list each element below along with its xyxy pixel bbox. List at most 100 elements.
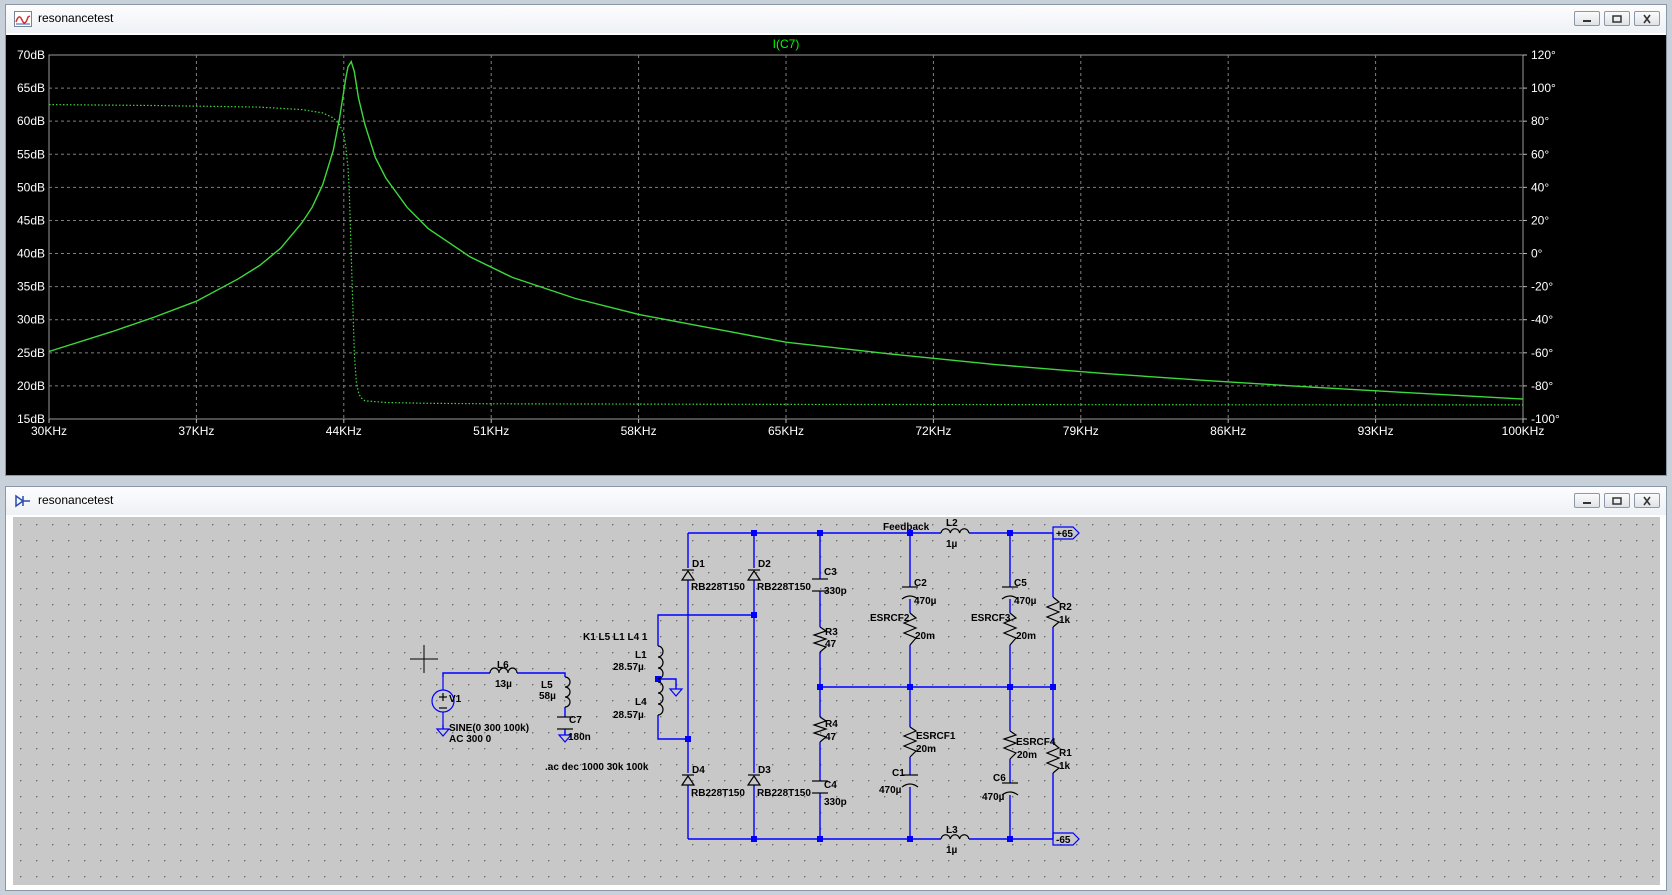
inductor-l1[interactable] [657, 645, 664, 680]
label-r3[interactable]: R3 [825, 627, 838, 638]
trace-label[interactable]: I(C7) [773, 37, 800, 51]
restore-button[interactable] [1604, 493, 1630, 508]
label-esrcf4[interactable]: ESRCF4 [1016, 737, 1056, 748]
inductor-l5[interactable] [564, 676, 571, 708]
label-d4-model[interactable]: RB228T150 [691, 788, 745, 799]
label-d3-model[interactable]: RB228T150 [757, 788, 811, 799]
label-r2-value[interactable]: 1k [1059, 615, 1071, 626]
label-l6-value[interactable]: 13µ [495, 679, 512, 690]
label-esrcf1[interactable]: ESRCF1 [916, 731, 956, 742]
label-c5-value[interactable]: 470µ [1014, 596, 1037, 607]
label-c2-value[interactable]: 470µ [914, 596, 937, 607]
capacitor-c7[interactable] [557, 716, 573, 730]
label-esrcf3-value[interactable]: 20m [1016, 631, 1036, 642]
label-l5-value[interactable]: 58µ [539, 691, 556, 702]
label-coupling-k1[interactable]: K1 L5 L1 L4 1 [583, 632, 648, 643]
label-pos65[interactable]: +65 [1056, 529, 1073, 540]
diode-d1[interactable] [680, 569, 696, 581]
label-l1[interactable]: L1 [635, 650, 647, 661]
series-phase-line[interactable] [48, 104, 1524, 406]
waveform-window-titlebar[interactable]: resonancetest [6, 5, 1666, 33]
label-c4[interactable]: C4 [824, 780, 837, 791]
label-r4-value[interactable]: 47 [825, 732, 837, 743]
resistor-r1[interactable] [1045, 742, 1061, 774]
label-r1-value[interactable]: 1k [1059, 761, 1071, 772]
restore-button[interactable] [1604, 11, 1630, 26]
label-c6[interactable]: C6 [993, 773, 1006, 784]
label-c1-value[interactable]: 470µ [879, 785, 902, 796]
label-l1-value[interactable]: 28.57µ [613, 662, 644, 673]
close-button[interactable] [1634, 11, 1660, 26]
label-v1-ac[interactable]: AC 300 0 [449, 734, 492, 745]
label-l6[interactable]: L6 [497, 660, 509, 671]
label-l3[interactable]: L3 [946, 825, 958, 836]
label-c2[interactable]: C2 [914, 578, 927, 589]
label-l4-value[interactable]: 28.57µ [613, 710, 644, 721]
label-c6-value[interactable]: 470µ [982, 792, 1005, 803]
label-feedback[interactable]: Feedback [883, 522, 930, 533]
diode-d4[interactable] [680, 774, 696, 786]
resistor-esrcf3[interactable] [1002, 612, 1018, 646]
label-d3[interactable]: D3 [758, 765, 771, 776]
capacitor-c5[interactable] [1001, 586, 1019, 600]
label-esrcf2-value[interactable]: 20m [915, 631, 935, 642]
resistor-r4[interactable] [812, 716, 828, 743]
inductor-l2[interactable] [940, 528, 970, 534]
schematic-window-titlebar[interactable]: resonancetest [6, 487, 1666, 515]
label-d4[interactable]: D4 [692, 765, 705, 776]
label-d1-model[interactable]: RB228T150 [691, 582, 745, 593]
label-c1[interactable]: C1 [892, 768, 905, 779]
label-l2-value[interactable]: 1µ [946, 539, 958, 550]
label-neg65[interactable]: -65 [1056, 835, 1071, 846]
voltage-source-v1[interactable] [431, 677, 455, 725]
label-v1[interactable]: V1 [449, 694, 462, 705]
diode-d3[interactable] [746, 774, 762, 786]
capacitor-c1[interactable] [901, 774, 919, 788]
resistor-esrcf4[interactable] [1002, 730, 1018, 760]
label-v1-value[interactable]: SINE(0 300 100k) [449, 723, 529, 734]
label-l4[interactable]: L4 [635, 697, 647, 708]
inductor-l4[interactable] [657, 681, 664, 716]
label-ac-directive[interactable]: .ac dec 1000 30k 100k [545, 762, 649, 773]
label-d2-model[interactable]: RB228T150 [757, 582, 811, 593]
minimize-button[interactable] [1574, 11, 1600, 26]
capacitor-c6[interactable] [1001, 782, 1019, 796]
net-flag-pos65[interactable] [1052, 526, 1080, 540]
inductor-l3[interactable] [940, 834, 970, 840]
label-r2[interactable]: R2 [1059, 602, 1072, 613]
resistor-esrcf1[interactable] [902, 726, 918, 758]
label-c4-value[interactable]: 330p [824, 797, 847, 808]
label-r3-value[interactable]: 47 [825, 639, 837, 650]
label-c3-value[interactable]: 330p [824, 586, 847, 597]
label-l2[interactable]: L2 [946, 518, 958, 529]
schematic-canvas[interactable]: D1 D2 RB228T150 RB228T150 D4 D3 RB228T15… [13, 517, 1660, 885]
label-d1[interactable]: D1 [692, 559, 705, 570]
capacitor-c2[interactable] [901, 586, 919, 600]
label-r1[interactable]: R1 [1059, 748, 1072, 759]
close-button[interactable] [1634, 493, 1660, 508]
resistor-esrcf2[interactable] [902, 612, 918, 646]
resistor-r2[interactable] [1045, 596, 1061, 628]
label-esrcf1-value[interactable]: 20m [916, 744, 936, 755]
label-c7[interactable]: C7 [569, 715, 582, 726]
label-r4[interactable]: R4 [825, 719, 838, 730]
label-c3[interactable]: C3 [824, 567, 837, 578]
label-c7-value[interactable]: 180n [568, 732, 591, 743]
diode-d2[interactable] [746, 569, 762, 581]
label-c5[interactable]: C5 [1014, 578, 1027, 589]
resistor-r3[interactable] [812, 626, 828, 653]
label-esrcf4-value[interactable]: 20m [1017, 750, 1037, 761]
label-l5[interactable]: L5 [541, 680, 553, 691]
minimize-button[interactable] [1574, 493, 1600, 508]
capacitor-c3[interactable] [812, 578, 828, 592]
schematic-window[interactable]: resonancetest [5, 486, 1667, 891]
series-magnitude-line[interactable] [48, 59, 1524, 400]
label-l3-value[interactable]: 1µ [946, 845, 958, 856]
net-flag-neg65[interactable] [1052, 832, 1080, 846]
label-esrcf2[interactable]: ESRCF2 [870, 613, 910, 624]
inductor-l6[interactable] [489, 667, 518, 674]
label-esrcf3[interactable]: ESRCF3 [971, 613, 1011, 624]
capacitor-c4[interactable] [812, 780, 828, 794]
